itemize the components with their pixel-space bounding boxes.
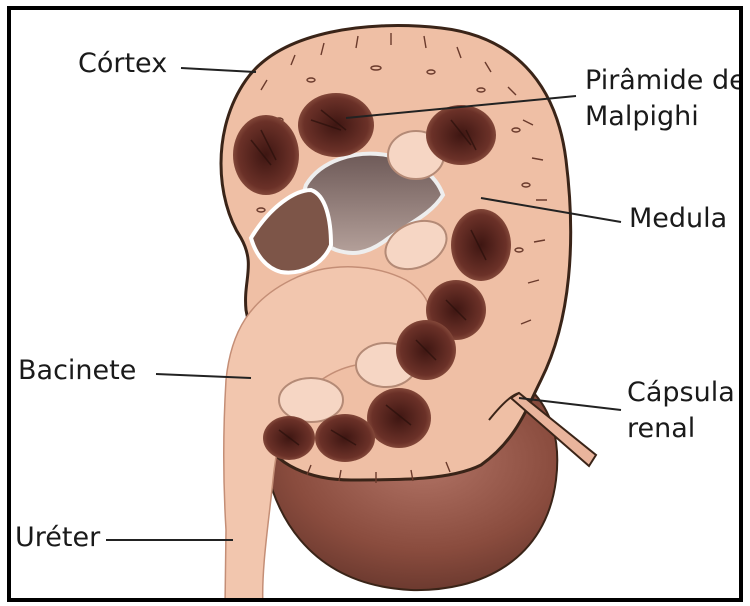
label-medula: Medula <box>629 203 727 235</box>
label-capsula-line1: Cápsula <box>627 377 735 409</box>
label-cortex: Córtex <box>78 48 167 80</box>
label-bacinete: Bacinete <box>18 355 136 387</box>
figure-frame: Córtex Pirâmide de Malpighi Medula Bacin… <box>7 6 743 602</box>
label-piramide-line2: Malpighi <box>585 101 699 133</box>
label-ureter: Uréter <box>15 522 100 554</box>
label-piramide-line1: Pirâmide de <box>585 65 743 97</box>
kidney-diagram <box>11 10 743 602</box>
leader-cortex <box>181 68 256 72</box>
label-capsula-line2: renal <box>627 413 695 445</box>
